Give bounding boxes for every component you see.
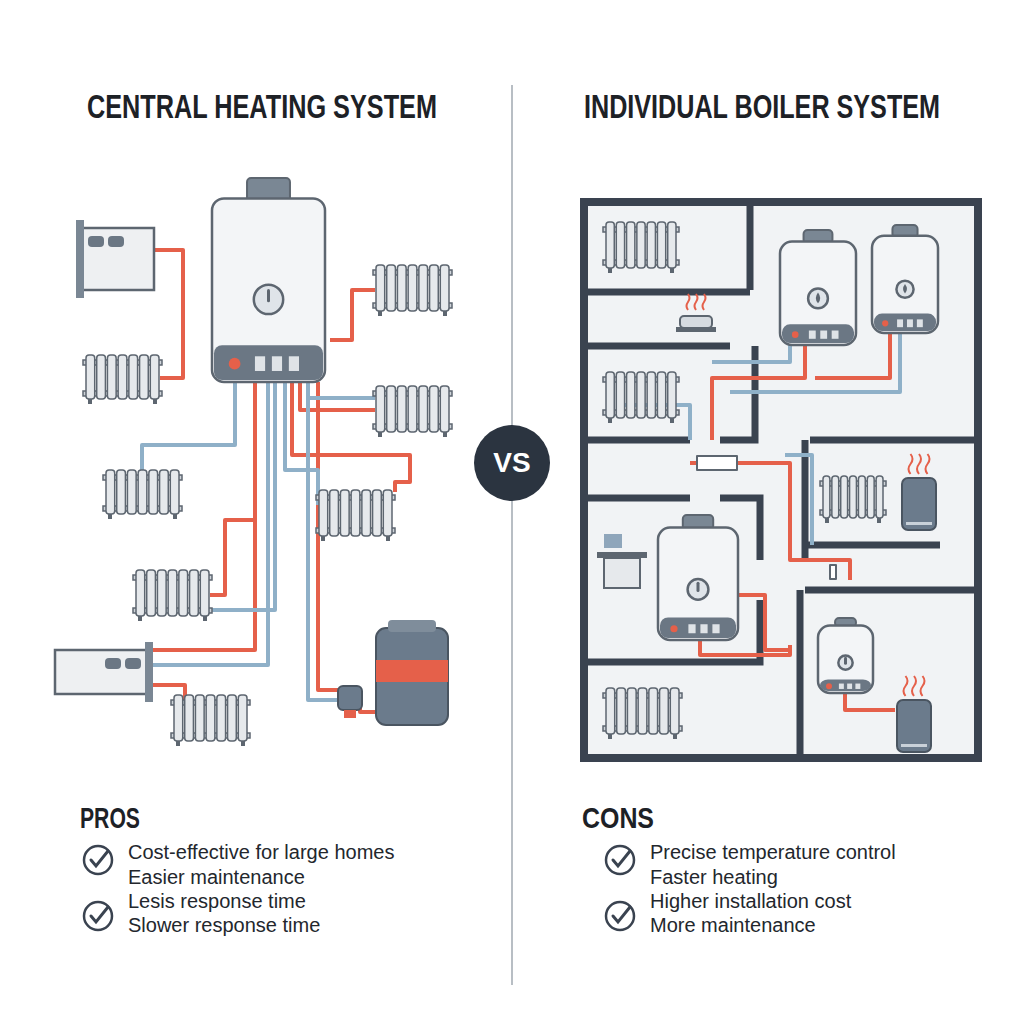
boiler: [780, 230, 856, 345]
water-heater: [897, 676, 931, 752]
radiator: [603, 372, 679, 423]
heading: PROS: [80, 800, 140, 836]
radiator: [603, 222, 679, 273]
list-item: Easier maintenance: [128, 865, 305, 889]
radiator: [103, 470, 182, 519]
kitchen-cabinet: [597, 534, 647, 588]
list-item: Lesis response time: [128, 889, 306, 913]
radiator: [83, 355, 162, 404]
vs-circle: VS: [474, 425, 550, 501]
boiler: [212, 178, 325, 382]
check-icon: [606, 846, 634, 874]
vs-label: VS: [493, 449, 530, 477]
list-item: Higher installation cost: [650, 889, 851, 913]
floor-plan: [584, 202, 978, 758]
radiator: [316, 490, 395, 541]
list-item: More maintenance: [650, 913, 816, 937]
list-item: Slower response time: [128, 913, 320, 937]
list-item: Faster heating: [650, 865, 778, 889]
heading: INDIVIDUAL BOILER SYSTEM: [584, 86, 940, 127]
boiler: [872, 225, 938, 333]
radiator: [820, 476, 886, 523]
bed-icon: [55, 642, 153, 702]
radiator: [373, 265, 452, 316]
bed-icon: [76, 220, 154, 298]
boiler: [818, 618, 873, 693]
radiator: [171, 695, 250, 746]
list-item: Cost-effective for large homes: [128, 840, 394, 864]
heat-vent: [676, 294, 716, 332]
storage-tank: [376, 620, 448, 725]
radiator: [603, 688, 682, 739]
radiator: [373, 386, 452, 437]
check-icon: [84, 846, 112, 874]
pump: [338, 686, 362, 718]
divider-line: [511, 85, 513, 985]
boiler: [658, 515, 738, 640]
check-icon: [606, 902, 634, 930]
pipes: [618, 330, 900, 710]
water-heater: [902, 454, 936, 530]
radiator: [133, 570, 212, 621]
heading: CENTRAL HEATING SYSTEM: [87, 86, 437, 127]
list-item: Precise temperature control: [650, 840, 896, 864]
check-icon: [84, 902, 112, 930]
heading: CONS: [582, 800, 654, 836]
